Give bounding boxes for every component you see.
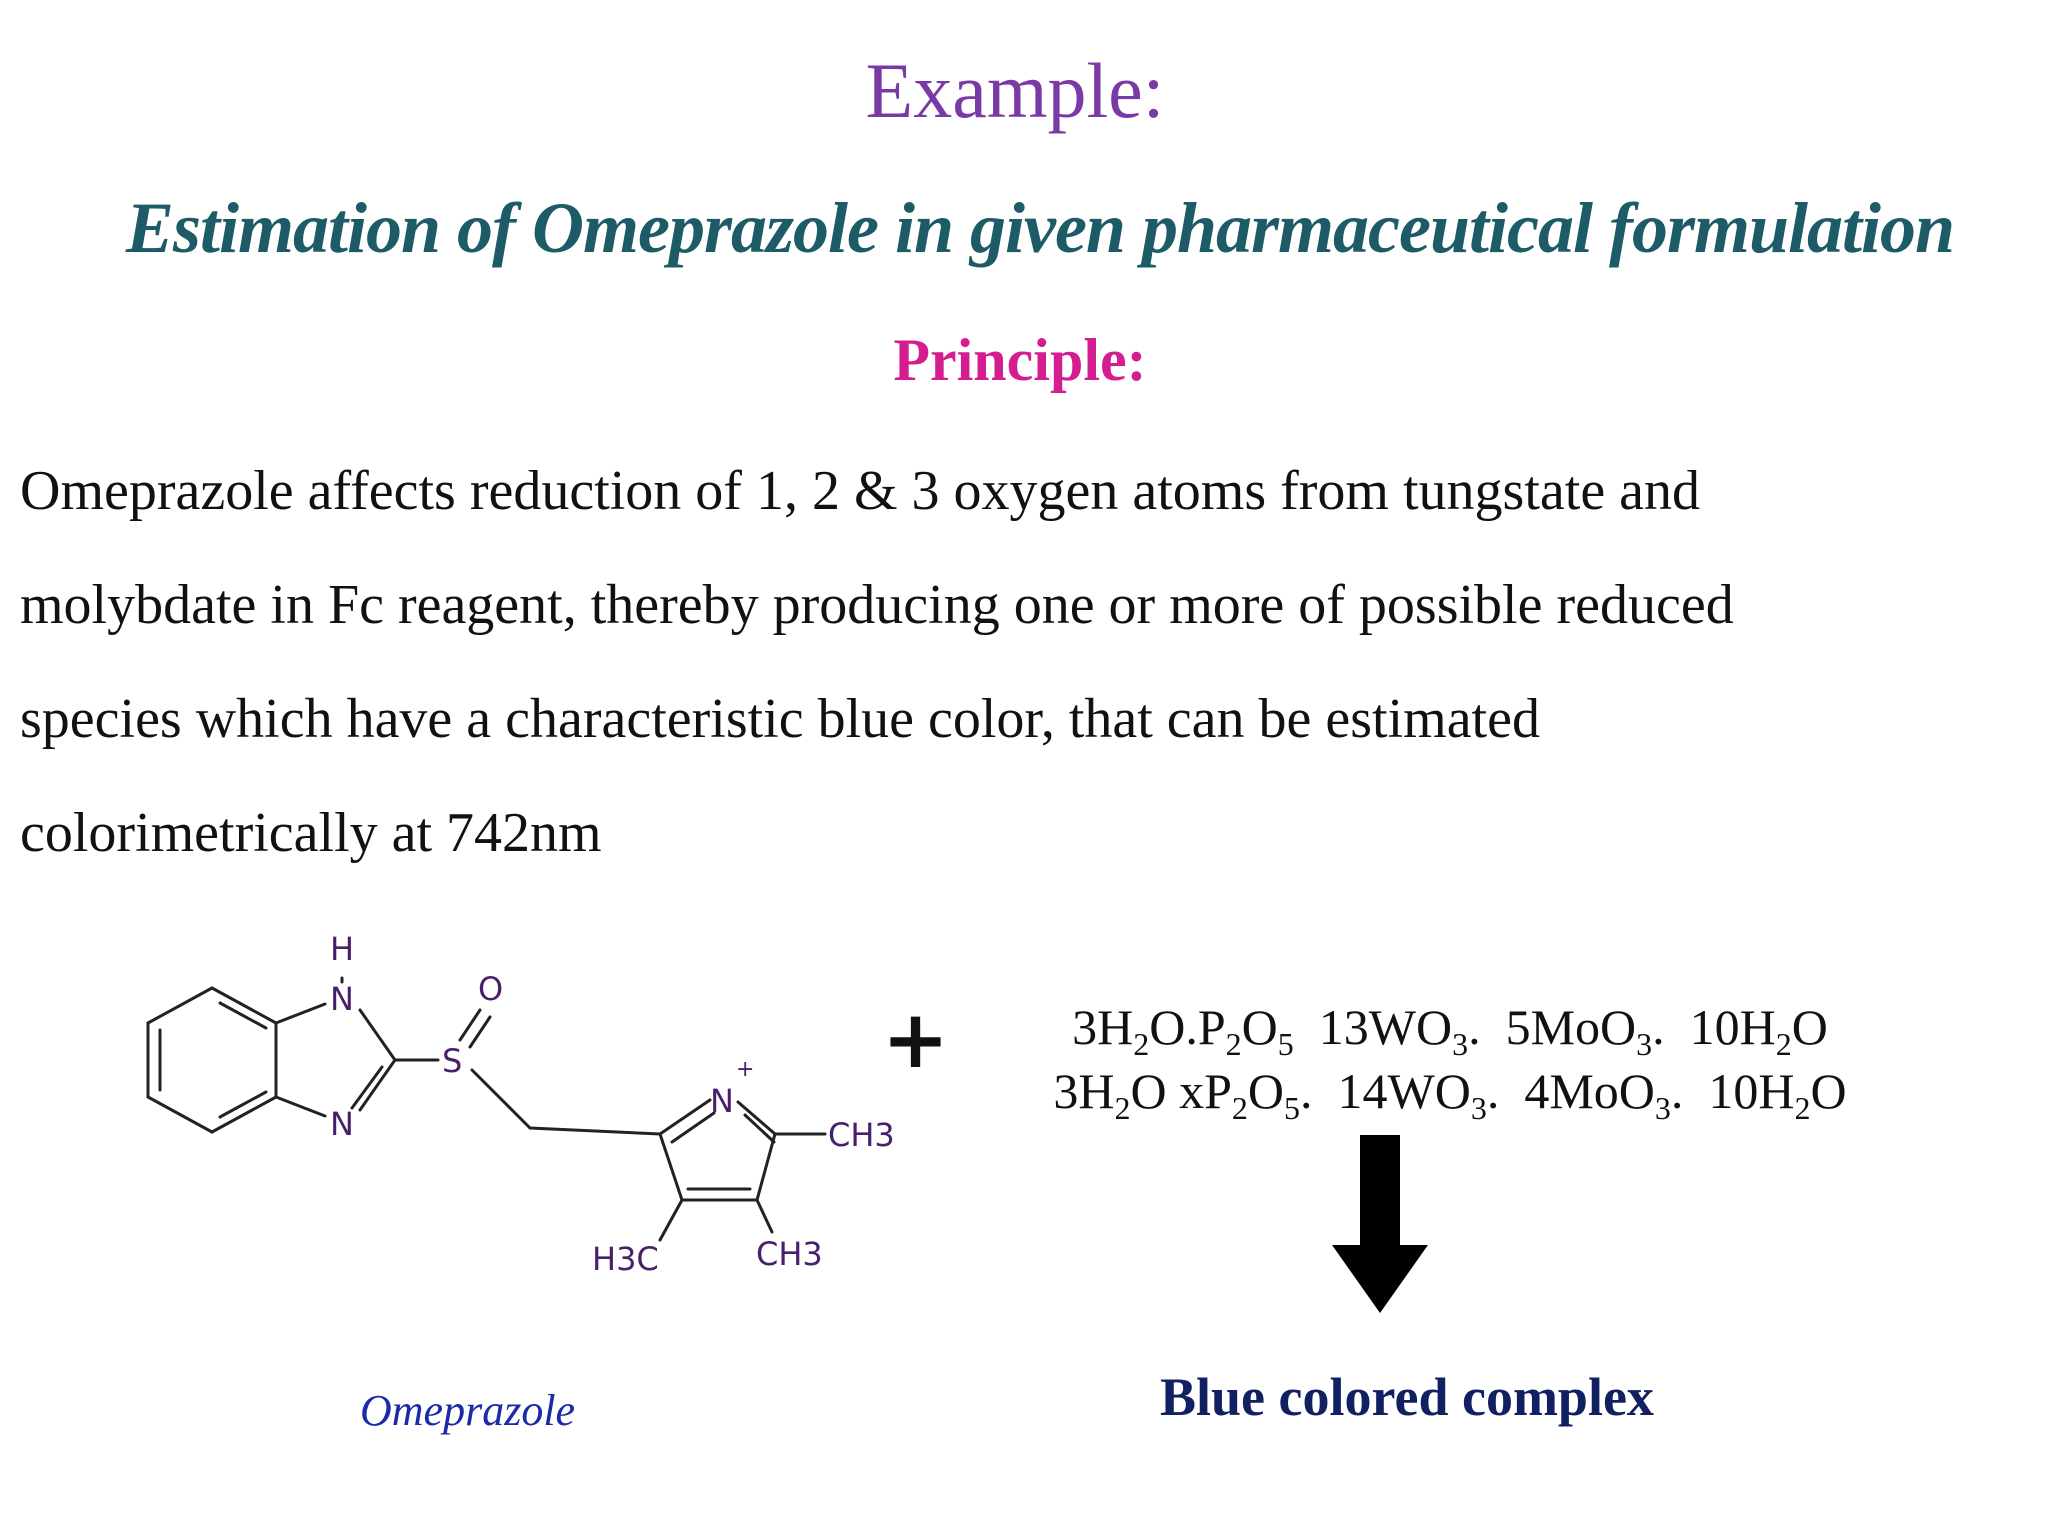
- atom-ch3-right: CH3: [828, 1116, 895, 1154]
- atom-n-top: N: [330, 980, 354, 1018]
- atom-h: H: [330, 930, 354, 968]
- reagent-formula-2: 3H2O xP2O5. 14WO3. 4MoO3. 10H2O: [1053, 1063, 1847, 1126]
- product-label: Blue colored complex: [1160, 1367, 1654, 1427]
- down-arrow-icon: [1332, 1135, 1428, 1313]
- principle-paragraph: Omeprazole affects reduction of 1, 2 & 3…: [20, 434, 2020, 890]
- omeprazole-label: Omeprazole: [360, 1386, 576, 1435]
- paragraph-line: Omeprazole affects reduction of 1, 2 & 3…: [20, 460, 1701, 522]
- paragraph-line: molybdate in Fc reagent, thereby produci…: [20, 574, 1734, 636]
- omeprazole-structure: H N N O S N + CH3 CH3 H3C: [146, 930, 895, 1278]
- paragraph-line: species which have a characteristic blue…: [20, 688, 1540, 750]
- atom-ch3-bottom: CH3: [756, 1235, 823, 1273]
- charge-plus: +: [736, 1057, 754, 1082]
- atom-h3c-left: H3C: [592, 1240, 659, 1278]
- slide-subtitle: Estimation of Omeprazole in given pharma…: [125, 188, 1955, 268]
- atom-o: O: [478, 970, 503, 1008]
- atom-n-bottom: N: [330, 1105, 354, 1143]
- plus-sign: +: [882, 993, 950, 1086]
- principle-heading: Principle:: [893, 327, 1147, 393]
- slide-title: Example:: [865, 47, 1165, 134]
- paragraph-line: colorimetrically at 742nm: [20, 802, 602, 864]
- reagent-formula-1: 3H2O.P2O5 13WO3. 5MoO3. 10H2O: [1072, 999, 1828, 1062]
- atom-s: S: [442, 1042, 462, 1080]
- atom-n-plus: N: [710, 1082, 734, 1120]
